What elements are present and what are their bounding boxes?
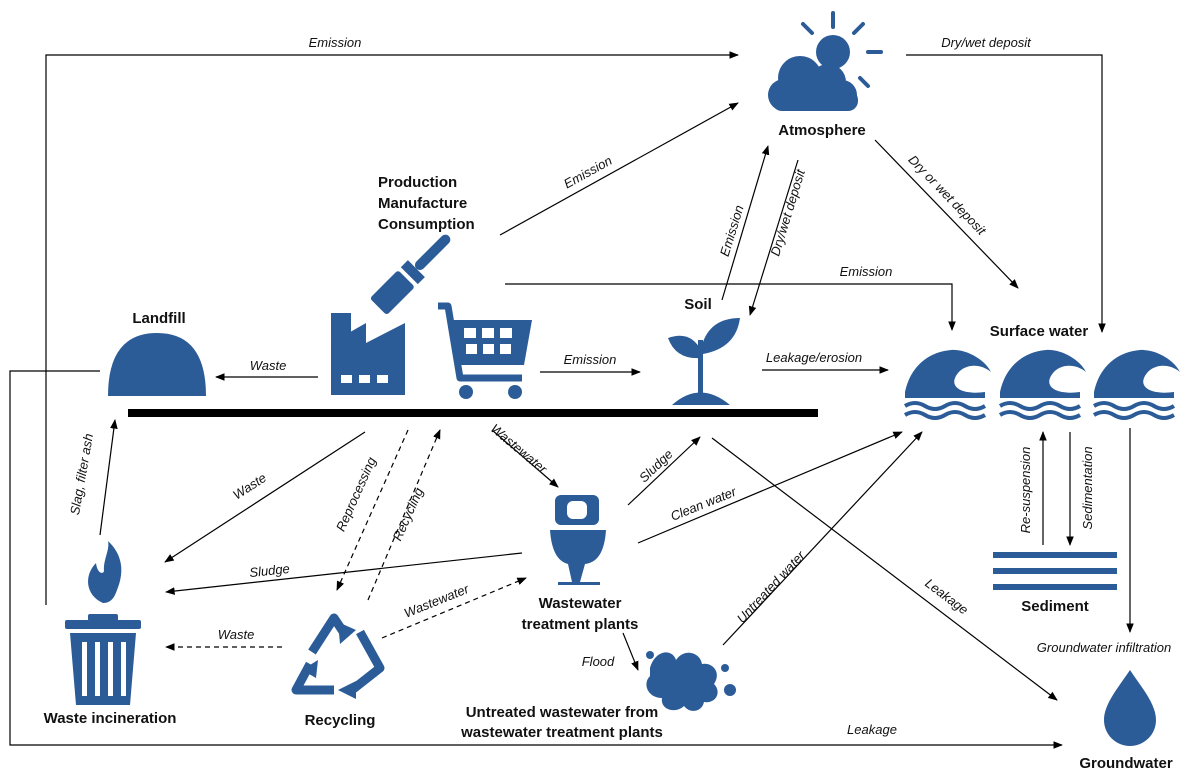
label-leakage-soil-gw: Leakage: [922, 575, 971, 617]
landfill-dome-icon: [108, 333, 206, 396]
edge-leakage-soil-gw: [711, 437, 1058, 701]
label-sedimentation: Sedimentation: [1080, 446, 1095, 529]
label-dry-or-wet-deposit: Dry or wet deposit: [905, 152, 990, 239]
edge-untreated-water: [722, 431, 923, 646]
label-leakage-erosion: Leakage/erosion: [766, 350, 862, 365]
label-reprocessing: Reprocessing: [333, 454, 379, 533]
production-label-3: Consumption: [378, 216, 475, 233]
paintbrush-icon: [370, 234, 451, 315]
surface-water-label: Surface water: [990, 323, 1089, 340]
production-label-1: Production: [378, 174, 457, 191]
edge-recycling: [367, 429, 441, 601]
label-emission-prod-surface: Emission: [840, 264, 893, 279]
edge-dry-wet-deposit-top: [906, 54, 1106, 333]
label-deposit-atm-soil: Dry/wet deposit: [767, 166, 808, 257]
sun-cloud-icon: [768, 11, 883, 111]
edges: [9, 51, 1134, 749]
untreated-wastewater-label-1: Untreated wastewater from: [466, 704, 659, 721]
label-waste-recycling-incin: Waste: [218, 627, 255, 642]
icons: [65, 11, 1180, 746]
edge-clean-water: [637, 431, 903, 544]
label-groundwater-infiltration: Groundwater infiltration: [1037, 640, 1171, 655]
label-sludge-wwtp-incin: Sludge: [249, 561, 291, 580]
toilet-icon: [550, 495, 606, 585]
wave-icon: [903, 349, 1180, 420]
label-recycling: Recycling: [390, 485, 427, 543]
edge-leakage-bottom: [9, 370, 1063, 749]
atmosphere-label: Atmosphere: [778, 122, 866, 139]
wwtp-label-2: treatment plants: [522, 616, 639, 633]
label-leakage-bottom: Leakage: [847, 722, 897, 737]
flame-icon: [88, 541, 122, 603]
trash-can-icon: [65, 614, 141, 705]
edge-dry-or-wet-deposit: [874, 139, 1019, 289]
factory-icon: [331, 313, 405, 395]
edge-deposit-atm-soil: [748, 159, 799, 316]
landfill-label: Landfill: [132, 310, 185, 327]
label-wastewater-prod-wwtp: Wastewater: [488, 421, 551, 477]
label-re-suspension: Re-suspension: [1018, 447, 1033, 534]
edge-wastewater-recycling: [381, 577, 527, 639]
untreated-wastewater-label-2: wastewater treatment plants: [460, 724, 663, 741]
soil-label: Soil: [684, 296, 712, 313]
edge-waste-prod-incin: [164, 431, 366, 563]
edge-emission-top: [45, 51, 739, 605]
label-dry-wet-deposit-top: Dry/wet deposit: [941, 35, 1032, 50]
edge-flood: [622, 632, 639, 671]
shopping-cart-icon: [438, 302, 532, 399]
sediment-layers-icon: [993, 552, 1117, 590]
edge-wastewater-prod-wwtp: [491, 429, 559, 488]
water-drop-icon: [1104, 670, 1156, 746]
node-labels: Production Manufacture Consumption Atmos…: [44, 122, 1173, 771]
label-untreated-water: Untreated water: [734, 548, 809, 626]
label-emission-prod-atm: Emission: [561, 153, 614, 192]
edge-sludge-wwtp-soil: [627, 436, 701, 506]
system-boundary-bar: [128, 409, 818, 417]
production-label-2: Manufacture: [378, 195, 467, 212]
edge-emission-prod-atm: [499, 102, 739, 236]
groundwater-label: Groundwater: [1079, 755, 1173, 771]
edge-reprocessing: [336, 429, 409, 591]
label-waste-prod-landfill: Waste: [250, 358, 287, 373]
recycling-label: Recycling: [305, 712, 376, 729]
label-flood: Flood: [582, 654, 615, 669]
sediment-label: Sediment: [1021, 598, 1089, 615]
plant-icon: [668, 318, 740, 405]
label-wastewater-recycling: Wastewater: [402, 581, 472, 621]
waste-incineration-label: Waste incineration: [44, 710, 177, 727]
splash-icon: [646, 651, 736, 711]
wwtp-label-1: Wastewater: [539, 595, 622, 612]
edge-emission-soil-atm: [721, 145, 770, 301]
edge-sludge-wwtp-incin: [165, 552, 523, 595]
label-emission-top: Emission: [309, 35, 362, 50]
label-slag-filter-ash: Slag, filter ash: [67, 432, 96, 516]
label-emission-prod-soil: Emission: [564, 352, 617, 367]
edge-emission-prod-surface: [505, 283, 956, 331]
recycle-icon: [291, 613, 385, 699]
edge-slag-filter-ash: [99, 419, 118, 536]
label-clean-water: Clean water: [668, 484, 739, 524]
